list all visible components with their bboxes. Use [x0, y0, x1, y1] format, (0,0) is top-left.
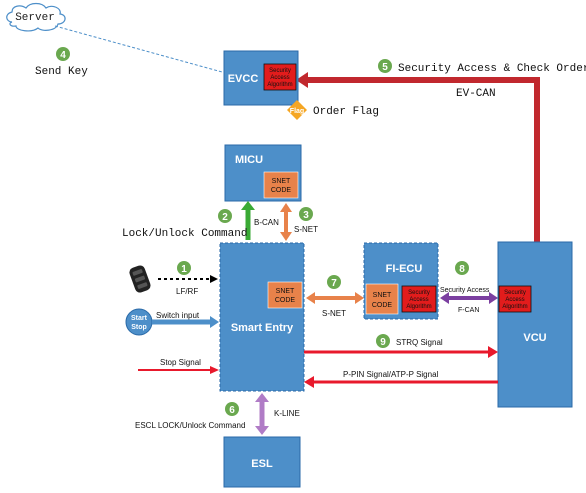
- step-6-badge: 6: [225, 402, 239, 416]
- esl-block: ESL: [223, 436, 301, 488]
- svg-text:SNET: SNET: [276, 288, 295, 295]
- svg-text:CODE: CODE: [372, 302, 393, 309]
- svg-text:4: 4: [60, 50, 66, 61]
- strq-signal-arrow: [304, 346, 498, 358]
- svg-text:Access: Access: [505, 297, 524, 303]
- micu-block: MICU SNET CODE: [224, 144, 302, 202]
- lf-rf-label: LF/RF: [176, 287, 198, 296]
- server-label: Server: [15, 12, 55, 24]
- server-evcc-link: [54, 25, 223, 73]
- k-line-arrow: [255, 393, 269, 435]
- step-9-badge: 9: [376, 334, 390, 348]
- svg-text:5: 5: [382, 62, 388, 73]
- svg-text:Security: Security: [269, 68, 291, 74]
- f-can-label: F-CAN: [458, 307, 479, 314]
- ppin-signal-label: P-PIN Signal/ATP-P Signal: [343, 370, 439, 379]
- svg-text:Security: Security: [408, 290, 430, 296]
- order-flag-label: Order Flag: [313, 106, 379, 118]
- send-key-label: Send Key: [35, 66, 88, 78]
- switch-input-arrow: [152, 316, 219, 328]
- svg-text:Access: Access: [270, 75, 289, 81]
- k-line-label: K-LINE: [274, 409, 300, 418]
- svg-text:Flag: Flag: [290, 108, 304, 115]
- s-net-horizontal-arrow: [306, 292, 364, 304]
- step-3-badge: 3: [299, 207, 313, 221]
- smart-entry-snet-code: [267, 281, 303, 309]
- security-access-short-label: Security Access: [440, 287, 490, 294]
- svg-text:9: 9: [380, 337, 386, 348]
- f-can-arrow: [440, 292, 498, 304]
- lock-unlock-label: Lock/Unlock Command: [122, 228, 247, 240]
- fi-ecu-label: FI-ECU: [386, 263, 423, 275]
- step-2-badge: 2: [218, 209, 232, 223]
- micu-snet-code: [263, 171, 299, 199]
- step-4-badge: 4: [56, 47, 70, 61]
- ppin-signal-arrow: [304, 376, 498, 388]
- svg-text:CODE: CODE: [271, 187, 292, 194]
- server-cloud: Server: [6, 2, 66, 32]
- svg-text:8: 8: [459, 264, 465, 275]
- evcc-security-module: [263, 63, 297, 91]
- svg-text:Algorithm: Algorithm: [267, 82, 292, 88]
- svg-text:Stop: Stop: [131, 324, 147, 331]
- vcu-security-module: [498, 285, 532, 313]
- b-can-arrow: [241, 201, 255, 240]
- svg-text:2: 2: [222, 212, 228, 223]
- svg-text:Security: Security: [504, 290, 526, 296]
- s-net-vertical-arrow: [280, 203, 292, 241]
- step-1-badge: 1: [177, 261, 191, 275]
- vcu-label: VCU: [523, 332, 546, 344]
- svg-text:Access: Access: [409, 297, 428, 303]
- svg-text:Algorithm: Algorithm: [406, 304, 431, 310]
- escl-command-label: ESCL LOCK/Unlock Command: [135, 421, 245, 430]
- smart-entry-label: Smart Entry: [231, 322, 294, 334]
- svg-text:Algorithm: Algorithm: [502, 304, 527, 310]
- key-fob-icon: [129, 265, 151, 293]
- svg-text:6: 6: [229, 405, 235, 416]
- ev-can-arrow: [296, 72, 540, 242]
- svg-text:3: 3: [303, 210, 309, 221]
- ev-can-label: EV-CAN: [456, 88, 496, 100]
- lf-rf-arrow: [158, 275, 218, 283]
- evcc-label: EVCC: [228, 73, 259, 85]
- fi-ecu-snet-code: [365, 283, 399, 315]
- svg-text:7: 7: [331, 278, 337, 289]
- start-stop-button-icon: Start Stop: [125, 308, 153, 336]
- step-5-badge: 5: [378, 59, 392, 73]
- svg-text:SNET: SNET: [373, 292, 392, 299]
- evcc-block: EVCC Security Access Algorithm: [223, 50, 299, 106]
- b-can-label: B-CAN: [254, 218, 279, 227]
- stop-signal-arrow: [138, 366, 219, 374]
- s-net-vertical-label: S-NET: [294, 225, 318, 234]
- svg-text:SNET: SNET: [272, 178, 291, 185]
- fi-ecu-security-module: [401, 285, 437, 313]
- s-net-horizontal-label: S-NET: [322, 309, 346, 318]
- svg-text:CODE: CODE: [275, 297, 296, 304]
- strq-signal-label: STRQ Signal: [396, 338, 443, 347]
- security-access-label: Security Access & Check Order F: [398, 63, 586, 75]
- stop-signal-label: Stop Signal: [160, 358, 201, 367]
- vcu-block: VCU Security Access Algorithm: [497, 241, 573, 408]
- step-8-badge: 8: [455, 261, 469, 275]
- esl-label: ESL: [251, 458, 273, 470]
- switch-input-label: Switch input: [156, 311, 200, 320]
- smart-entry-block: Smart Entry SNET CODE: [219, 242, 305, 392]
- flag-badge: Flag: [287, 100, 307, 120]
- micu-label: MICU: [235, 154, 263, 166]
- svg-text:1: 1: [181, 264, 187, 275]
- svg-text:Start: Start: [131, 315, 148, 322]
- step-7-badge: 7: [327, 275, 341, 289]
- fi-ecu-block: FI-ECU SNET CODE Security Access Algorit…: [363, 242, 439, 320]
